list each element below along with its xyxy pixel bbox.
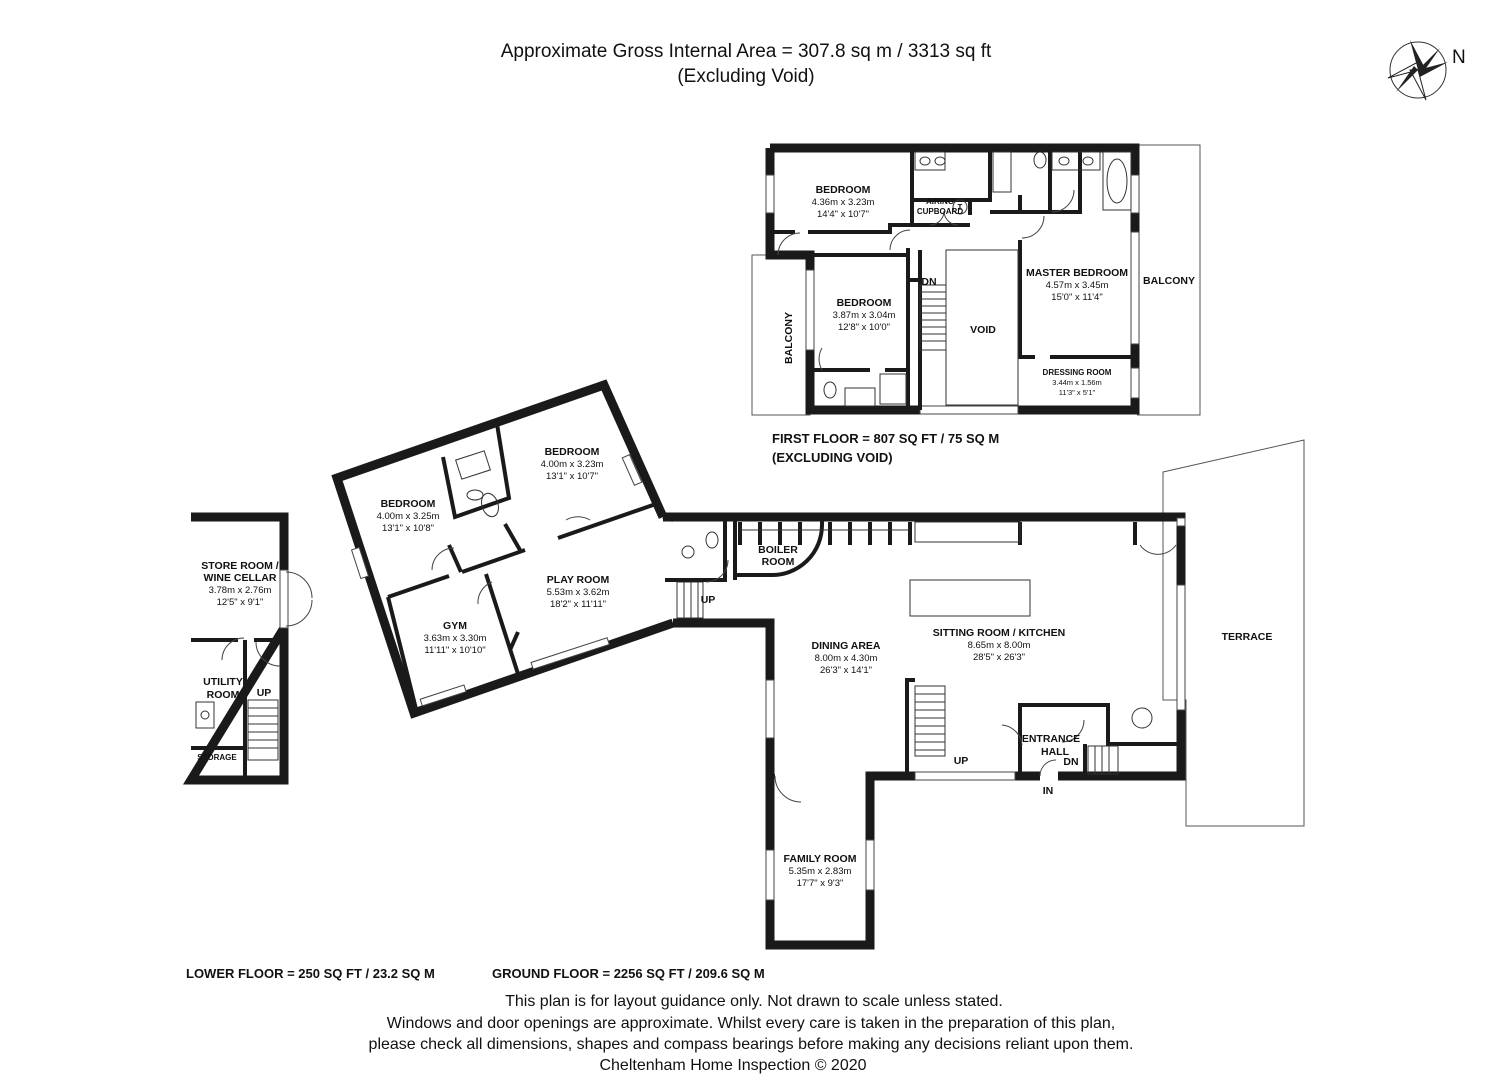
family-room-imperial: 17'7" x 9'3" <box>797 878 844 889</box>
store-room-name-1: STORE ROOM / <box>201 560 278 572</box>
tank-label: T <box>958 203 963 212</box>
gym-imperial: 11'11" x 10'10" <box>424 645 485 656</box>
sitting-room-metric: 8.65m x 8.00m <box>968 640 1031 651</box>
terrace-label: TERRACE <box>1222 631 1273 643</box>
title-line-1: Approximate Gross Internal Area = 307.8 … <box>501 41 992 62</box>
ff-bedroom2-metric: 3.87m x 3.04m <box>833 310 896 321</box>
ff-bedroom1-imperial: 14'4" x 10'7" <box>817 209 869 220</box>
master-bedroom-name: MASTER BEDROOM <box>1026 267 1128 279</box>
dining-area-name: DINING AREA <box>811 640 880 652</box>
first-floor-area-1: FIRST FLOOR = 807 SQ FT / 75 SQ M <box>772 431 999 446</box>
master-bedroom-imperial: 15'0" x 11'4" <box>1051 292 1102 303</box>
title-line-2: (Excluding Void) <box>677 66 814 87</box>
dressing-room-name: DRESSING ROOM <box>1043 368 1112 377</box>
lower-up-label: UP <box>257 687 272 699</box>
balcony-left-label: BALCONY <box>783 312 795 364</box>
hall-stairs <box>914 685 946 757</box>
dressing-room-metric: 3.44m x 1.56m <box>1052 378 1102 387</box>
gf-bedroom-b-metric: 4.00m x 3.23m <box>541 459 604 470</box>
dressing-room-imperial: 11'3" x 5'1" <box>1059 388 1096 397</box>
play-up-label: UP <box>701 594 716 606</box>
ff-bedroom1-metric: 4.36m x 3.23m <box>812 197 875 208</box>
store-room-imperial: 12'5" x 9'1" <box>217 597 264 608</box>
hall-up-label: UP <box>954 755 969 767</box>
void-outline <box>945 249 1019 406</box>
balcony-right-outline <box>1137 144 1201 416</box>
play-room-name: PLAY ROOM <box>547 574 610 586</box>
void-label: VOID <box>970 324 996 336</box>
first-floor-bathroom-fixtures <box>823 151 1132 407</box>
utility-room-name-2: ROOM <box>207 689 240 701</box>
compass-north-label: N <box>1452 47 1466 68</box>
ff-bedroom2-imperial: 12'8" x 10'0" <box>838 322 890 333</box>
gym-metric: 3.63m x 3.30m <box>424 633 487 644</box>
ground-floor-plan <box>331 379 1305 950</box>
master-bedroom-metric: 4.57m x 3.45m <box>1046 280 1109 291</box>
family-room-metric: 5.35m x 2.83m <box>789 866 852 877</box>
disclaimer-line-3: please check all dimensions, shapes and … <box>369 1036 1134 1053</box>
entrance-hall-name-1: ENTRANCE <box>1022 733 1080 745</box>
storage-label: STORAGE <box>197 753 237 762</box>
hall-dn-label: DN <box>1063 756 1078 768</box>
play-room-stairs <box>676 581 704 619</box>
first-floor-area-2: (EXCLUDING VOID) <box>772 450 893 465</box>
airing-label-1: AIRING <box>926 197 954 206</box>
gf-bedroom-a-name: BEDROOM <box>381 498 436 510</box>
first-floor-plan: T <box>751 143 1201 416</box>
gf-bedroom-b-imperial: 13'1" x 10'7" <box>546 471 598 482</box>
gf-bedroom-b-name: BEDROOM <box>545 446 600 458</box>
lower-floor-stairs <box>247 699 279 761</box>
dining-area-metric: 8.00m x 4.30m <box>815 653 878 664</box>
store-room-metric: 3.78m x 2.76m <box>209 585 272 596</box>
entrance-hall-stairs <box>1087 745 1119 775</box>
gf-bedroom-a-imperial: 13'1" x 10'8" <box>382 523 434 534</box>
entrance-in-label: IN <box>1043 785 1054 797</box>
balcony-left-outline <box>751 254 811 416</box>
gf-bedroom-a-metric: 4.00m x 3.25m <box>377 511 440 522</box>
disclaimer-line-2: Windows and door openings are approximat… <box>387 1015 1115 1032</box>
compass-rose-icon <box>1387 40 1448 101</box>
play-room-metric: 5.53m x 3.62m <box>547 587 610 598</box>
airing-label-2: CUPBOARD <box>917 207 963 216</box>
utility-room-name-1: UTILITY <box>203 676 243 688</box>
ff-bedroom1-name: BEDROOM <box>816 184 871 196</box>
dining-area-imperial: 26'3" x 14'1" <box>820 665 872 676</box>
disclaimer-line-1: This plan is for layout guidance only. N… <box>505 993 1003 1010</box>
ff-dn-label: DN <box>921 276 936 288</box>
balcony-right-label: BALCONY <box>1143 275 1195 287</box>
sitting-room-imperial: 28'5" x 26'3" <box>973 652 1025 663</box>
disclaimer-line-4: Cheltenham Home Inspection © 2020 <box>599 1057 866 1074</box>
family-room-name: FAMILY ROOM <box>784 853 857 865</box>
play-room-imperial: 18'2" x 11'11" <box>550 599 606 610</box>
first-floor-stairs <box>919 284 947 351</box>
kitchen-island <box>909 579 1031 617</box>
ff-bedroom2-name: BEDROOM <box>837 297 892 309</box>
lower-floor-plan <box>182 512 313 785</box>
ground-floor-area: GROUND FLOOR = 2256 SQ FT / 209.6 SQ M <box>492 966 765 981</box>
boiler-room-name-1: BOILER <box>758 544 798 556</box>
terrace-outline <box>1162 439 1305 827</box>
gym-name: GYM <box>443 620 467 632</box>
boiler-room-name-2: ROOM <box>762 556 795 568</box>
lower-floor-area: LOWER FLOOR = 250 SQ FT / 23.2 SQ M <box>186 966 435 981</box>
sitting-room-name: SITTING ROOM / KITCHEN <box>933 627 1065 639</box>
entrance-hall-name-2: HALL <box>1041 746 1070 758</box>
store-room-name-2: WINE CELLAR <box>204 572 277 584</box>
